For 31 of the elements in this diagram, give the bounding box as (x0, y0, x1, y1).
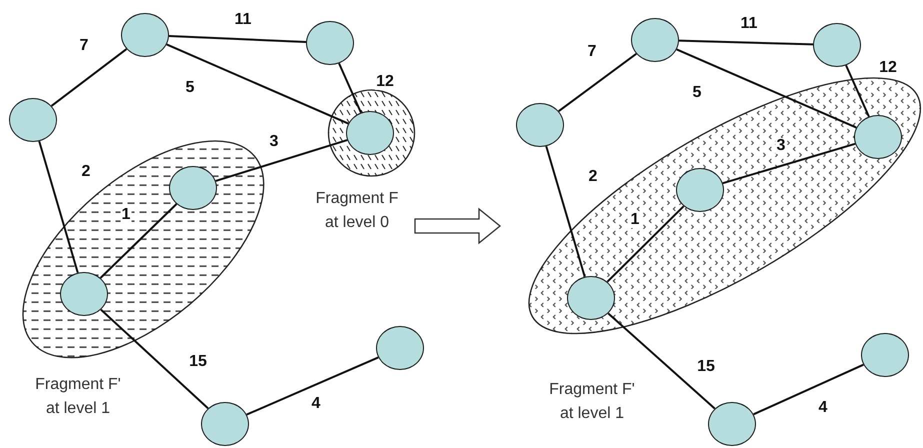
edge-line (246, 356, 379, 416)
edge-label: 3 (776, 138, 786, 154)
edge-line (545, 146, 586, 278)
vertex-circle (9, 98, 57, 142)
fragment-label: Fragment F at level 0 (314, 189, 400, 233)
vertex-circle (306, 21, 354, 65)
edge-line (100, 308, 209, 410)
edge-line (50, 48, 128, 107)
vertex-circle (708, 402, 756, 446)
edge-line (338, 62, 362, 114)
edge-label: 1 (120, 207, 132, 223)
fragment-label: Fragment F' at level 1 (34, 374, 122, 419)
edge-line (38, 140, 79, 274)
edge-line (608, 312, 716, 410)
edge-line (753, 364, 864, 416)
edge-line (676, 48, 857, 128)
edge-line (678, 40, 814, 46)
vertex-circle (861, 333, 909, 377)
fragment-label: Fragment F' at level 1 (548, 380, 636, 424)
edge-line (558, 53, 637, 112)
edge-label: 12 (375, 74, 395, 90)
edge-line (166, 44, 349, 124)
vertex-circle (376, 326, 424, 370)
vertex-circle (516, 103, 564, 147)
edge-line (215, 139, 348, 182)
vertex-circle (121, 13, 169, 57)
edge-line (168, 35, 306, 43)
vertex-circle (631, 18, 679, 62)
vertex-circle (813, 23, 861, 67)
vertex-circle (201, 402, 249, 446)
edge-label: 1 (630, 212, 640, 228)
